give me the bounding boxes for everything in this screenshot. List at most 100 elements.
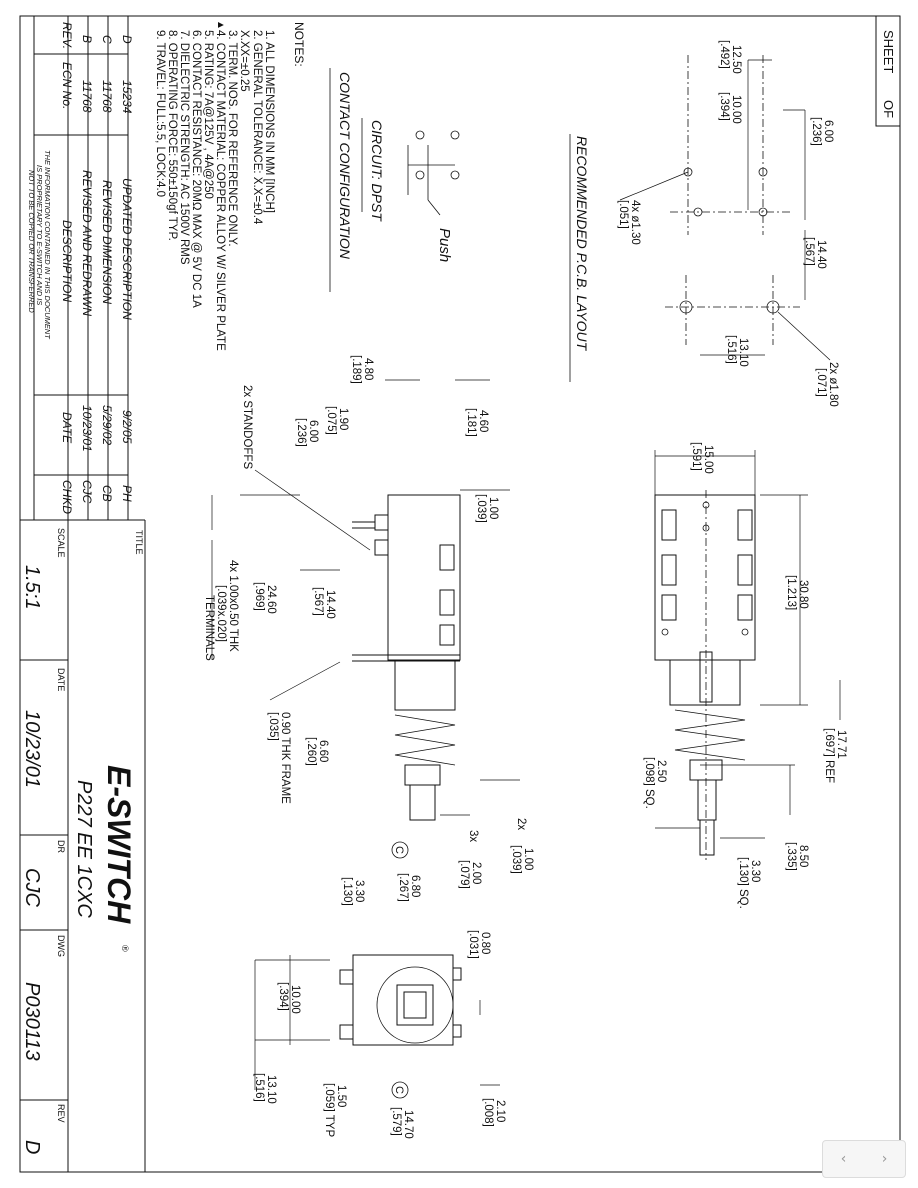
scale-value: 1.5:1: [21, 565, 43, 609]
proprietary-line3: NOT TO BE COPIED OR TRANSFERRED: [27, 170, 36, 313]
end-dim-0-80-in: [.031]: [467, 930, 479, 959]
rev-col-date: DATE: [60, 412, 74, 444]
note-9: 9. TRAVEL: FULL:5.5, LOCK:4.0: [154, 30, 166, 197]
e-switch-logo: E-SWITCH: [101, 765, 137, 924]
side-dim-24-60: 24.60: [265, 585, 277, 614]
dpst-symbol: [407, 130, 460, 216]
prev-page-icon[interactable]: ‹: [840, 1151, 847, 1167]
rev-b-date: 10/23/01: [80, 405, 94, 452]
side-dim-14-40: 14.40: [324, 590, 336, 619]
side-dim-1-90-in: [.075]: [325, 406, 337, 435]
dim-14-40: 14.40: [815, 240, 827, 269]
sheet-border: [19, 15, 901, 1173]
rev-d-date: 9/2/05: [120, 410, 134, 444]
note-4-marker: ▲: [215, 20, 226, 30]
contact-config-heading: CONTACT CONFIGURATION: [337, 72, 353, 260]
rev-b-ecn: 11768: [80, 80, 94, 113]
note-4: 4. CONTACT MATERIAL: COPPER ALLOY W/ SIL…: [214, 30, 226, 351]
end-dim-3-30: 3.30: [353, 880, 365, 902]
terminals-line3: TERMINALS: [203, 595, 215, 661]
sheet-of-box: SHEET OF: [875, 15, 901, 127]
side-dim-6-00: 6.00: [307, 420, 319, 442]
dwg-label: DWG: [56, 935, 66, 957]
top-view: 15.00 [.591] 30.80 [1.213] 17.71 [.697] …: [643, 442, 847, 909]
hole-2x-180: 2x ø1.80: [827, 362, 839, 407]
side-dim-6-60: 6.60: [317, 740, 329, 762]
notes-heading: NOTES:: [292, 22, 306, 67]
top-dim-2-50: 2.50: [655, 760, 667, 782]
hole-2x-180-in: [.071]: [815, 368, 827, 397]
date-label: DATE: [56, 668, 66, 691]
pcb-layout: RECOMMENDED P.C.B. LAYOUT 12.50 [.492] 1…: [569, 40, 839, 407]
top-dim-30-80-in: [1.213]: [785, 575, 797, 610]
top-dim-3-30: 3.30: [749, 860, 761, 882]
side-dim-6-60-in: [.260]: [305, 737, 317, 766]
top-dim-8-50: 8.50: [797, 845, 809, 867]
end-dim-10-00-in: [.394]: [277, 982, 289, 1011]
rev-col-chkd: CHKD: [60, 480, 74, 514]
dim-10-00-in: [.394]: [718, 92, 730, 121]
dim-12-50-in: [.492]: [718, 40, 730, 69]
dim-13-10-in: [.516]: [725, 335, 737, 364]
side-dim-14-40-in: [.567]: [312, 587, 324, 616]
frame-thk-in: [.035]: [267, 712, 279, 741]
circuit-heading: CIRCUIT: DPST: [369, 120, 385, 222]
side-dim-1-90: 1.90: [337, 408, 349, 430]
push-label: Push: [436, 228, 453, 262]
top-dim-2-50-in: [.098] SQ.: [643, 757, 655, 809]
end-dim-13-10-in: [.516]: [253, 1073, 265, 1102]
dim-6-00: 6.00: [822, 120, 834, 142]
rev-d-ecn: 15234: [120, 80, 134, 114]
rev-c-desc: REVISED DIMENSION: [100, 180, 114, 304]
note-6: 6. CONTACT RESISTANCE: 20MΩ MAX @ 5V DC …: [190, 30, 202, 308]
contact-configuration: CONTACT CONFIGURATION CIRCUIT: DPST Push: [329, 68, 460, 292]
end-dim-2-10-in: [.008]: [482, 1098, 494, 1127]
end-dim-6-80: 6.80: [409, 875, 421, 897]
end-dim-1-50-in: [.059] TYP: [323, 1083, 335, 1137]
end-dim-14-70: 14.70: [402, 1110, 414, 1139]
proprietary-line1: THE INFORMATION CONTAINED IN THIS DOCUME…: [43, 150, 52, 340]
pcb-layout-heading: RECOMMENDED P.C.B. LAYOUT: [574, 136, 590, 352]
page-nav-control[interactable]: ‹ ›: [822, 1140, 906, 1178]
top-dim-15-00-in: [.591]: [690, 442, 702, 471]
note-8: 8. OPERATING FORCE: 550±150gf TYP.: [166, 30, 178, 241]
top-dim-17-71-in: [.697] REF: [823, 728, 835, 783]
hole-4x-130: 4x ø1.30: [629, 200, 641, 245]
rev-b: B: [80, 35, 94, 43]
of-label: OF: [881, 100, 896, 118]
end-dim-3-30-in: [.130]: [341, 877, 353, 906]
note-7: 7. DIELECTRIC STRENGTH: AC 1500V RMS: [178, 30, 190, 265]
end-dim-0-80: 0.80: [479, 932, 491, 954]
side-dim-4-80: 4.80: [362, 358, 374, 380]
side-view: 4.60 [.181] 4.80 [.189] 1.90 [.075] 6.00…: [203, 355, 527, 842]
side-2x: 2x: [515, 818, 527, 830]
note-5: 5. RATING: 7A@125V , 4A@250: [202, 30, 214, 199]
top-dim-15-00: 15.00: [702, 445, 714, 474]
note-2: 2. GENERAL TOLERANCE: X.X=±0.4: [251, 30, 263, 225]
rev-label: REV: [56, 1104, 66, 1123]
rev-col-ecn: ECN No.: [60, 62, 74, 109]
end-dim-1-00-in: [.039]: [510, 845, 522, 874]
frame-thk-label: 0.90 THK FRAME: [279, 712, 291, 804]
dim-6-00-in: [.236]: [810, 117, 822, 146]
title-block: TITLE SCALE DATE DR DWG REV E-SWITCH ® P…: [20, 520, 146, 1172]
next-page-icon[interactable]: ›: [881, 1151, 888, 1167]
rev-b-desc: REVISED AND REDRAWN: [80, 170, 94, 316]
proprietary-line2: IS PROPRIETARY TO E-SWITCH AND IS: [35, 165, 44, 305]
rev-value: D: [21, 1140, 43, 1154]
end-dim-10-00: 10.00: [289, 985, 301, 1014]
dim-14-40-in: [.567]: [803, 237, 815, 266]
end-dim-14-70-in: [.579]: [390, 1107, 402, 1136]
end-dim-6-80-in: [.267]: [397, 873, 409, 902]
dr-value: CJC: [21, 868, 43, 907]
sheet-label: SHEET: [881, 30, 896, 73]
rev-d: D: [120, 35, 134, 44]
terminals-line1: 4x 1.00x0.50 THK: [227, 560, 239, 652]
revision-table: REV. ECN No. DESCRIPTION DATE CHKD D 152…: [20, 16, 145, 521]
side-dim-24-60-in: [.969]: [253, 582, 265, 611]
top-dim-3-30-in: [.130] SQ.: [737, 857, 749, 909]
dim-10-00: 10.00: [730, 95, 742, 124]
side-dim-4-80-in: [.189]: [350, 355, 362, 384]
rev-d-chkd: PH: [120, 485, 134, 502]
